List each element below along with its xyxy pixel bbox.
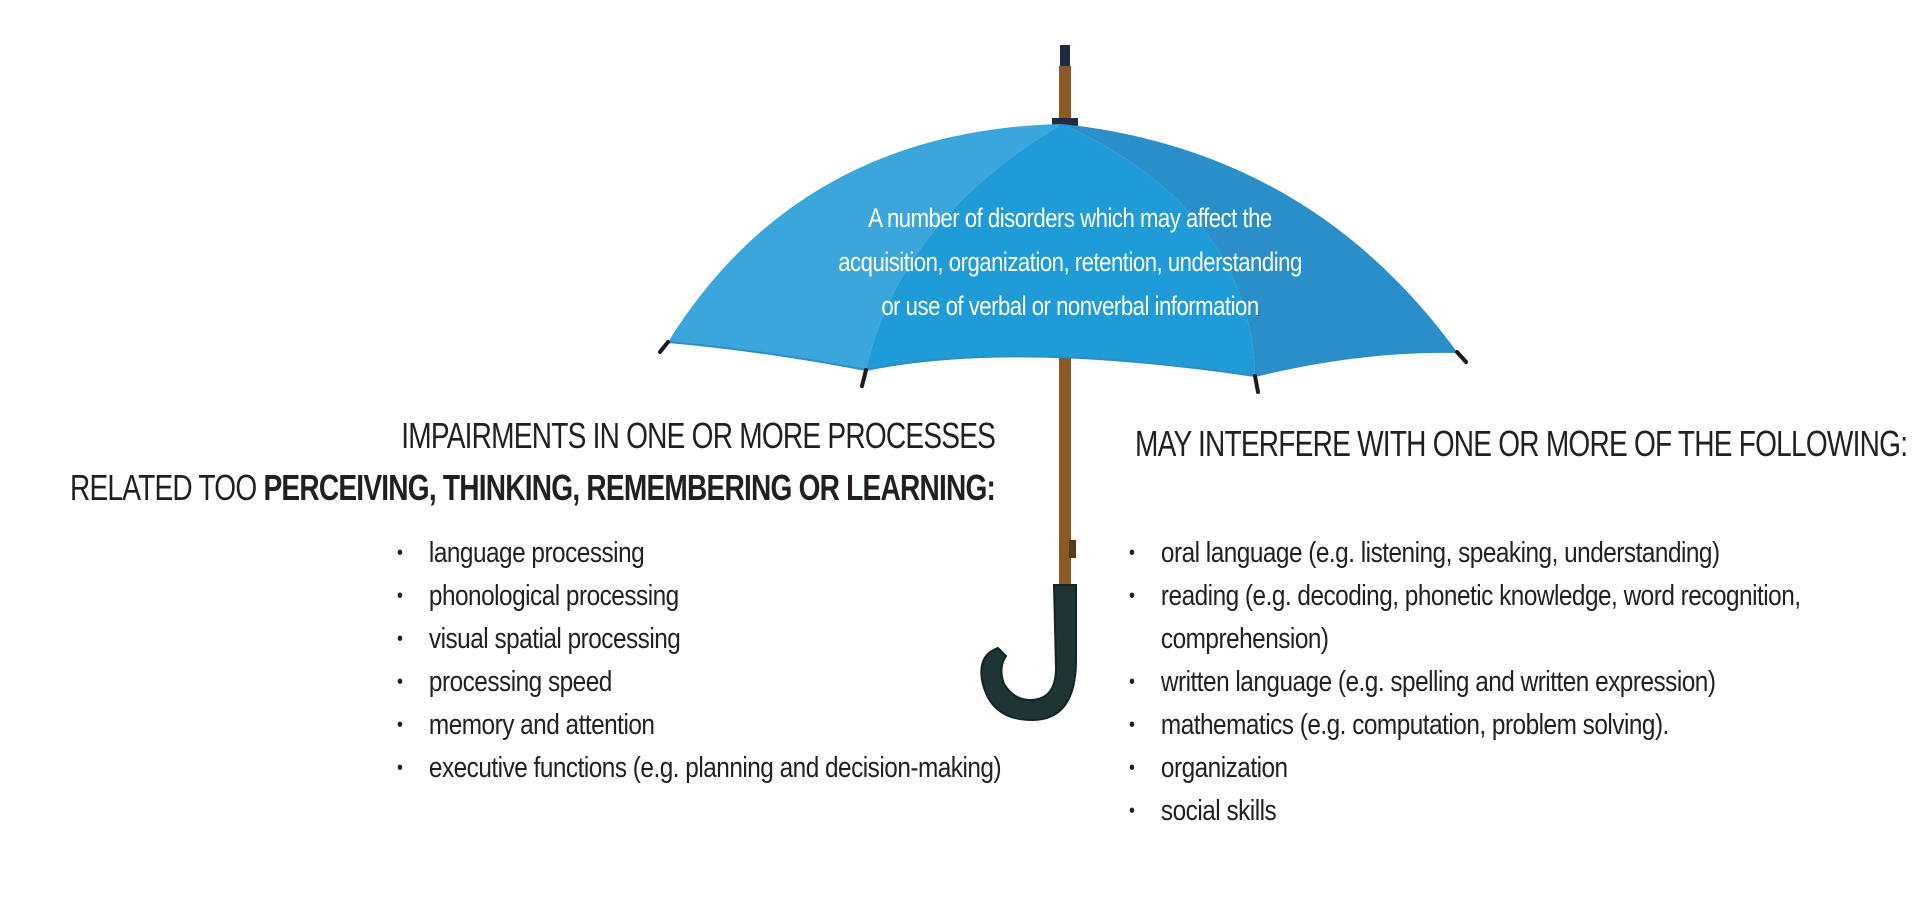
list-item: •mathematics (e.g. computation, problem … (1129, 704, 1826, 747)
bullet-icon: • (1129, 714, 1135, 736)
interference-list: •oral language (e.g. listening, speaking… (1129, 532, 1826, 833)
list-item: •language processing (397, 532, 1001, 575)
list-item: •organization (1129, 747, 1826, 790)
bullet-icon: • (397, 714, 403, 736)
bullet-icon: • (1129, 800, 1135, 822)
list-item: •written language (e.g. spelling and wri… (1129, 661, 1826, 704)
umbrella-shaft (1059, 355, 1071, 595)
list-item: •executive functions (e.g. planning and … (397, 747, 1002, 790)
bullet-icon: • (1129, 585, 1135, 607)
processes-list: •language processing •phonological proce… (397, 532, 1002, 790)
bullet-icon: • (1129, 542, 1135, 564)
processes-heading-prefix: RELATED TOO (69, 467, 264, 508)
processes-heading-line-1: IMPAIRMENTS IN ONE OR MORE PROCESSES (401, 415, 996, 456)
bullet-icon: • (397, 757, 403, 779)
interference-heading: MAY INTERFERE WITH ONE OR MORE OF THE FO… (1135, 423, 1908, 464)
list-item: •social skills (1129, 790, 1826, 833)
definition-line-3: or use of verbal or nonverbal informatio… (881, 291, 1259, 321)
bullet-icon: • (397, 628, 403, 650)
processes-heading: IMPAIRMENTS IN ONE OR MORE PROCESSES REL… (69, 410, 996, 514)
bullet-icon: • (1129, 757, 1135, 779)
list-item: •reading (e.g. decoding, phonetic knowle… (1129, 575, 1826, 661)
umbrella-definition: A number of disorders which may affect t… (816, 196, 1324, 328)
list-item: •phonological processing (397, 575, 1001, 618)
processes-heading-line-2: RELATED TOO PERCEIVING, THINKING, REMEMB… (69, 462, 996, 514)
bullet-icon: • (397, 542, 403, 564)
definition-line-2: acquisition, organization, retention, un… (838, 247, 1302, 277)
umbrella-tip (1052, 45, 1078, 126)
bullet-icon: • (397, 585, 403, 607)
list-item: •processing speed (397, 661, 1001, 704)
list-item: •memory and attention (397, 704, 1001, 747)
list-item: •oral language (e.g. listening, speaking… (1129, 532, 1826, 575)
bullet-icon: • (397, 671, 403, 693)
umbrella-canopy (658, 124, 1468, 394)
definition-line-1: A number of disorders which may affect t… (868, 203, 1272, 233)
bullet-icon: • (1129, 671, 1135, 693)
umbrella-handle (980, 584, 1077, 722)
list-item: •visual spatial processing (397, 618, 1001, 661)
processes-heading-emphasis: PERCEIVING, THINKING, REMEMBERING OR LEA… (263, 467, 995, 508)
